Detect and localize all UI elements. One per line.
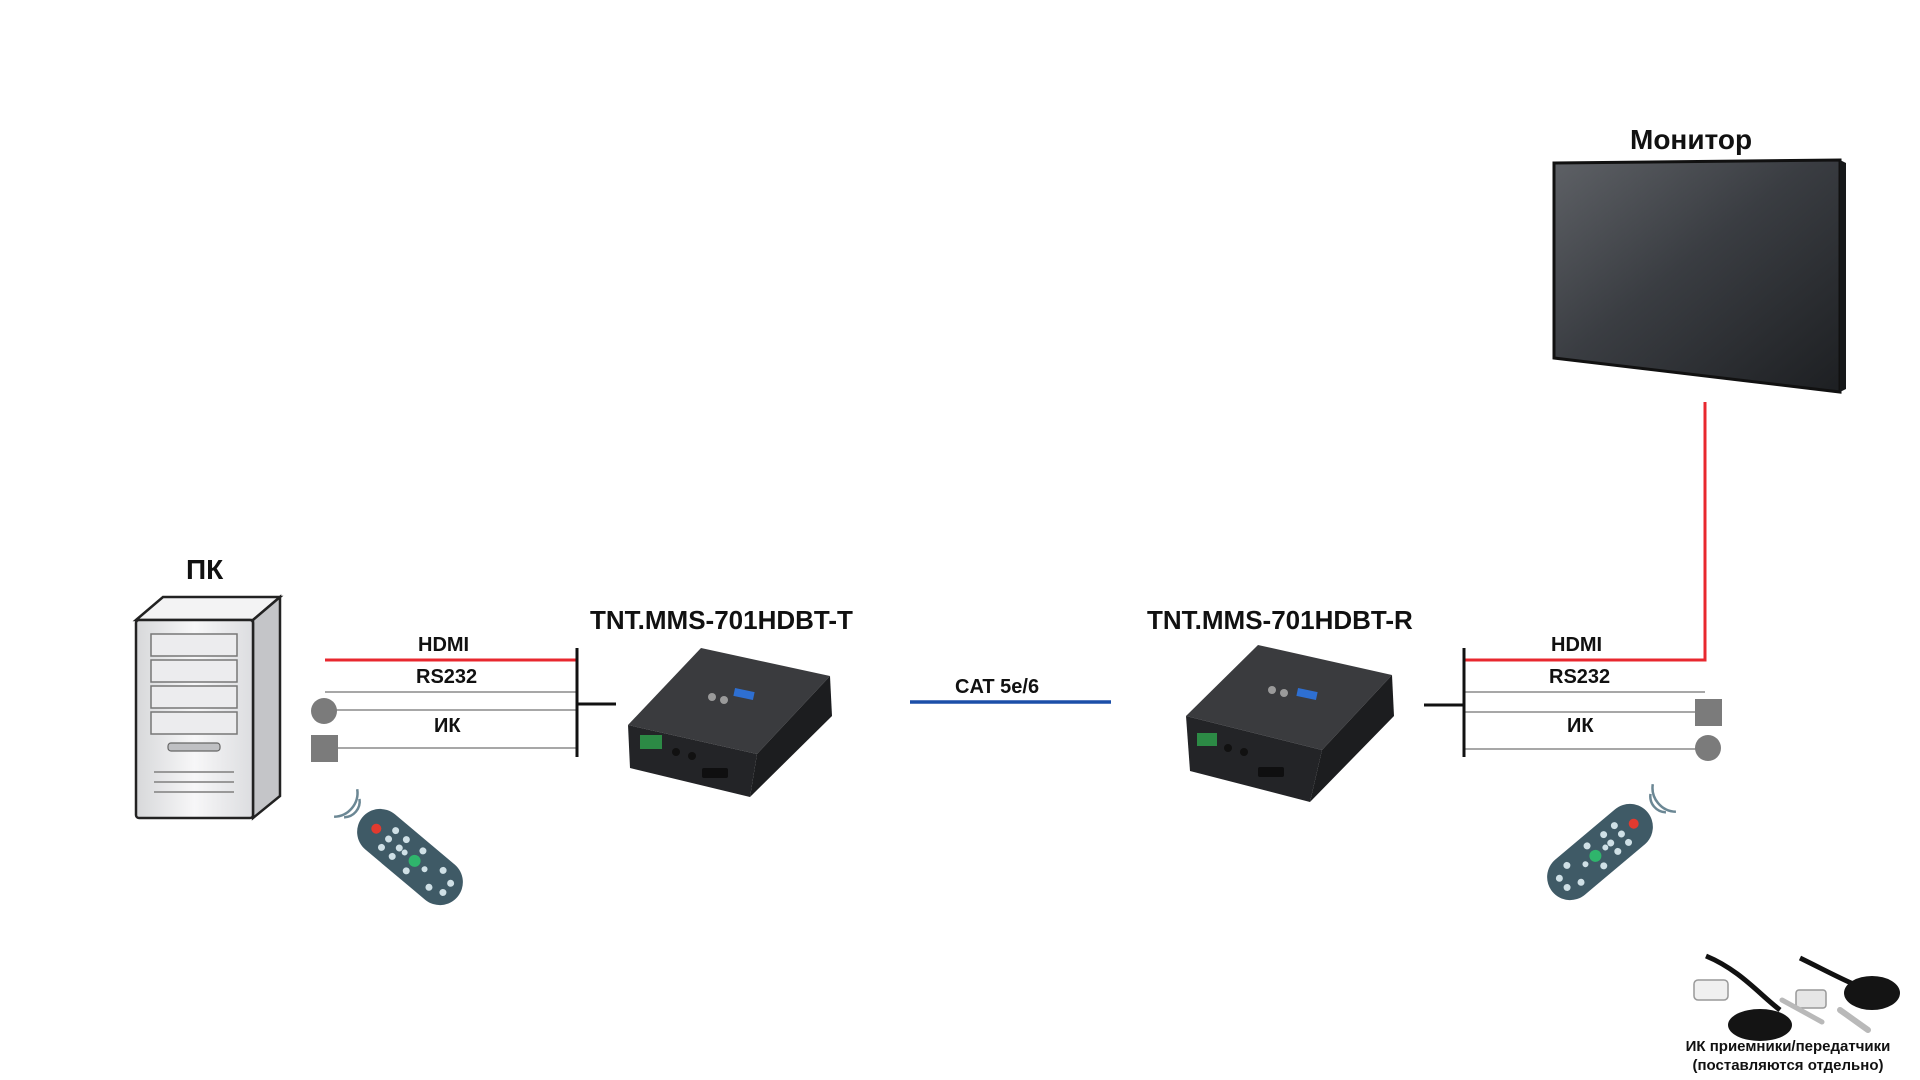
ir-label-tx: ИК <box>434 715 461 737</box>
ir-accessories-note: ИК приемники/передатчики (поставляются о… <box>1668 1037 1908 1075</box>
hdmi-label-tx: HDMI <box>418 634 470 656</box>
hdmi-cable-rx <box>1464 402 1707 662</box>
ir-receiver-icon <box>1695 735 1721 761</box>
ir-emitter-icon <box>311 735 338 762</box>
hdmi-label-rx: HDMI <box>1551 634 1603 656</box>
pc-tower-icon <box>132 594 284 821</box>
ir-receiver-icon <box>311 698 337 724</box>
hdbaset-extender-icon <box>628 648 832 797</box>
cat-label: CAT 5e/6 <box>955 676 1040 698</box>
hdbaset-extender-icon <box>1186 645 1394 802</box>
transmitter-label: TNT.MMS-701HDBT-T <box>590 605 853 635</box>
monitor-icon <box>1552 158 1846 394</box>
rs232-label-rx: RS232 <box>1549 666 1611 688</box>
ir-note-line2: (поставляются отдельно) <box>1692 1057 1884 1074</box>
ir-remote-icon <box>1547 784 1677 901</box>
ir-remote-icon <box>333 789 463 906</box>
ir-accessory-icon <box>1693 953 1900 1041</box>
monitor-side-cables <box>1424 402 1722 761</box>
pc-side-cables <box>311 648 616 762</box>
pc-label: ПК <box>186 554 224 585</box>
ir-label-rx: ИК <box>1567 715 1594 737</box>
rs232-label-tx: RS232 <box>416 666 478 688</box>
ir-emitter-icon <box>1695 699 1722 726</box>
monitor-label: Монитор <box>1630 124 1753 155</box>
receiver-label: TNT.MMS-701HDBT-R <box>1147 605 1413 635</box>
ir-note-line1: ИК приемники/передатчики <box>1685 1038 1891 1055</box>
